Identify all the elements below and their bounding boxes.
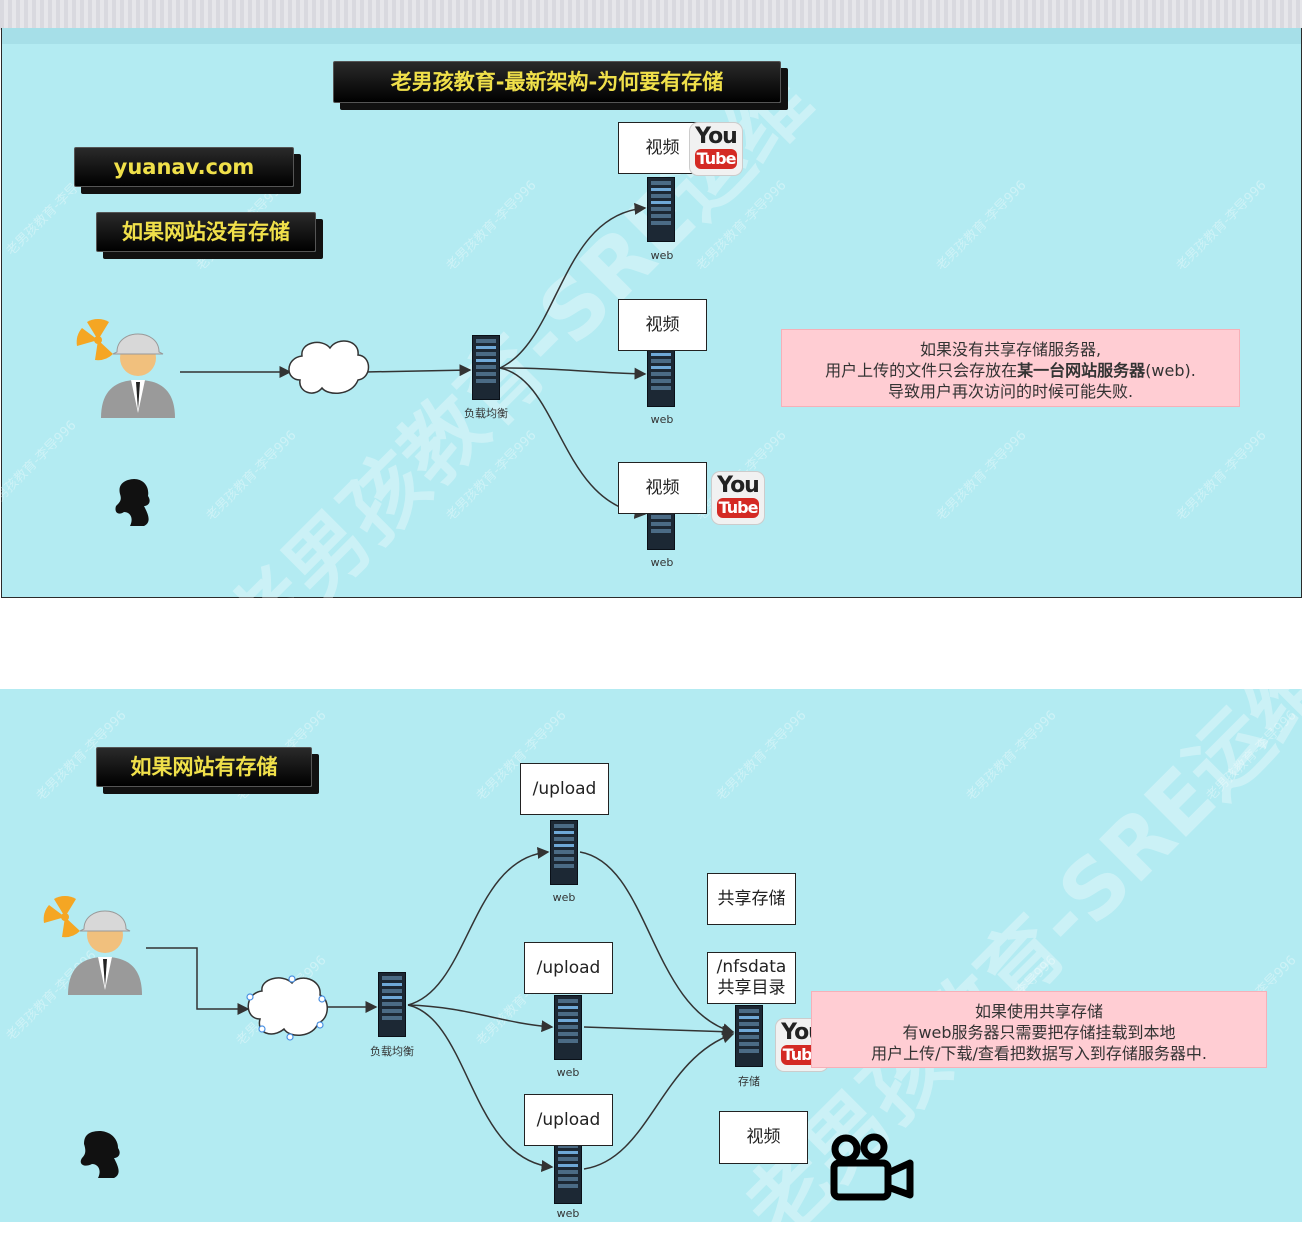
storage-server-icon — [735, 1005, 763, 1067]
connector-lines — [146, 846, 735, 1172]
upload-dir-box: /upload — [520, 763, 609, 815]
load-balancer-server-icon — [378, 972, 406, 1037]
video-box: 视频 — [618, 462, 707, 514]
youtube-icon: You Tube — [690, 123, 742, 175]
storage-server-label: 存储 — [738, 1075, 760, 1088]
shared-storage-box: 共享存储 — [707, 873, 796, 925]
edge-lb-web3 — [499, 367, 647, 519]
note-line: 如果没有共享存储服务器, — [919, 340, 1102, 359]
note-line: 如果使用共享存储 — [974, 1002, 1103, 1021]
nfs-path-text: /nfsdata — [716, 957, 787, 977]
web-server-icon — [647, 177, 675, 242]
upload-dir-box: /upload — [524, 942, 613, 994]
cloud-icon — [247, 977, 328, 1036]
load-balancer-label: 负载均衡 — [464, 407, 508, 420]
edge-cloud-lb — [364, 364, 472, 377]
web-server-label: web — [552, 891, 576, 904]
video-box: 视频 — [618, 299, 707, 351]
explanation-note-with-storage: 如果使用共享存储 有web服务器只需要把存储挂载到本地 用户上传/下载/查看把数… — [811, 991, 1267, 1068]
note-bold-text: 某一台网站服务器 — [1017, 361, 1146, 380]
edge-lb-web2 — [407, 1004, 554, 1033]
note-text: 用户上传的文件只会存放在 — [825, 361, 1018, 380]
web-server-label: web — [650, 556, 674, 569]
edge-web2-storage — [583, 1025, 735, 1038]
person-silhouette-icon — [115, 478, 150, 526]
edge-web3-storage — [583, 1031, 735, 1170]
upload-dir-box: /upload — [524, 1094, 613, 1146]
edge-lb-web2 — [499, 367, 647, 380]
web-server-icon — [554, 995, 582, 1060]
youtube-icon: You Tube — [712, 472, 764, 524]
nfs-dir-box: /nfsdata 共享目录 — [707, 952, 796, 1004]
web-server-label: web — [556, 1066, 580, 1079]
note-line: 用户上传的文件只会存放在某一台网站服务器(web). — [782, 360, 1239, 381]
nfs-desc-text: 共享目录 — [717, 978, 786, 998]
diagram-title: 老男孩教育-最新架构-为何要有存储 — [333, 61, 781, 103]
panel-header-strip — [2, 28, 1301, 44]
person-silhouette-icon — [80, 1130, 120, 1178]
web-server-icon — [647, 342, 675, 407]
cloud-icon — [288, 340, 370, 394]
top-toolbar — [0, 0, 1302, 30]
web-server-label: web — [556, 1207, 580, 1220]
youtube-you-text: You — [717, 473, 760, 498]
note-line: 有web服务器只需要把存储挂载到本地 — [902, 1023, 1176, 1042]
web-server-label: web — [650, 249, 674, 262]
user-worker-icon — [76, 319, 175, 418]
note-line: 用户上传/下载/查看把数据写入到存储服务器中. — [871, 1044, 1207, 1063]
edge-lb-web3 — [407, 1004, 554, 1172]
explanation-note-no-storage: 如果没有共享存储服务器, 用户上传的文件只会存放在某一台网站服务器(web). … — [781, 329, 1240, 407]
note-text: (web). — [1145, 361, 1196, 380]
youtube-tube-text: Tube — [717, 498, 759, 518]
video-box: 视频 — [719, 1111, 808, 1164]
youtube-tube-text: Tube — [695, 149, 737, 169]
subtitle-with-storage: 如果网站有存储 — [96, 747, 312, 787]
edge-lb-web1 — [499, 202, 647, 369]
web-server-label: web — [650, 413, 674, 426]
load-balancer-server-icon — [472, 335, 500, 400]
web-server-icon — [550, 820, 578, 885]
note-line: 导致用户再次访问的时候可能失败. — [887, 382, 1134, 401]
load-balancer-label: 负载均衡 — [370, 1045, 414, 1058]
connector-lines — [180, 202, 647, 519]
site-banner: yuanav.com — [74, 147, 294, 187]
subtitle-no-storage: 如果网站没有存储 — [96, 212, 316, 252]
user-worker-icon — [43, 896, 142, 995]
video-camera-icon — [830, 1133, 914, 1201]
edge-lb-web1 — [407, 846, 550, 1006]
edge-user-cloud — [146, 947, 250, 1015]
edge-web1-storage — [579, 851, 735, 1035]
web-server-icon — [554, 1140, 582, 1204]
youtube-you-text: You — [695, 124, 738, 149]
